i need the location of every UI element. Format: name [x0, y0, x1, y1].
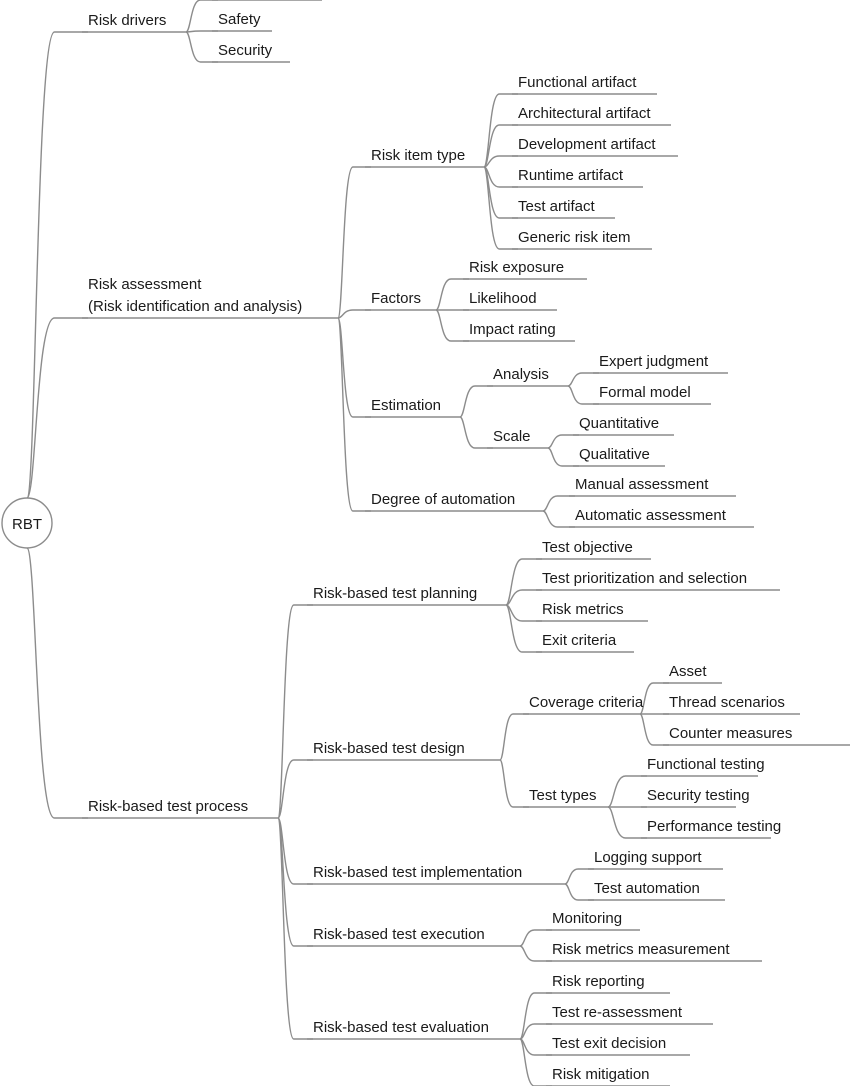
edge-degree-of-automation: [337, 317, 371, 512]
edge-formal-model: [567, 385, 599, 405]
node-label-risk-reporting[interactable]: Risk reporting: [552, 973, 645, 990]
node-label-risk-based-test-execution[interactable]: Risk-based test execution: [313, 926, 485, 943]
edge-risk-based-test-design: [277, 759, 313, 819]
edge-analysis: [459, 385, 493, 418]
edge-risk-based-test-process: [26, 547, 88, 819]
node-label-runtime-artifact[interactable]: Runtime artifact: [518, 167, 624, 184]
node-label-qualitative[interactable]: Qualitative: [579, 446, 650, 463]
node-label-risk-assessment[interactable]: Risk assessment: [88, 276, 202, 293]
edge-risk-reporting: [519, 992, 552, 1040]
node-label-formal-model[interactable]: Formal model: [599, 384, 691, 401]
node-label-asset[interactable]: Asset: [669, 663, 707, 680]
edge-coverage-criteria: [499, 713, 529, 761]
edge-security: [185, 31, 218, 63]
edge-unlabeled: [185, 0, 218, 33]
node-label-likelihood[interactable]: Likelihood: [469, 290, 537, 307]
node-label-automatic-assessment[interactable]: Automatic assessment: [575, 507, 727, 524]
node-label-risk-based-test-process[interactable]: Risk-based test process: [88, 798, 248, 815]
node-label-generic-risk-item[interactable]: Generic risk item: [518, 229, 631, 246]
node-label-expert-judgment[interactable]: Expert judgment: [599, 353, 709, 370]
edge-risk-assessment: [26, 317, 88, 499]
node-label-functional-artifact[interactable]: Functional artifact: [518, 74, 637, 91]
edge-development-artifact: [483, 155, 518, 168]
edge-functional-testing: [607, 775, 647, 808]
node-label-quantitative[interactable]: Quantitative: [579, 415, 659, 432]
edge-test-re-assessment: [519, 1023, 552, 1040]
node-label-counter-measures[interactable]: Counter measures: [669, 725, 792, 742]
node-label-thread-scenarios[interactable]: Thread scenarios: [669, 694, 785, 711]
node-label-factors[interactable]: Factors: [371, 290, 421, 307]
edge-test-exit-decision: [519, 1038, 552, 1056]
node-label-test-types[interactable]: Test types: [529, 787, 597, 804]
node-label-test-prioritization-and-selection[interactable]: Test prioritization and selection: [542, 570, 747, 587]
edge-expert-judgment: [567, 372, 599, 387]
edge-risk-based-test-evaluation: [277, 817, 313, 1040]
edge-automatic-assessment: [542, 510, 575, 528]
node-label-test-exit-decision[interactable]: Test exit decision: [552, 1035, 666, 1052]
root-node-label: RBT: [12, 516, 42, 533]
node-label-test-artifact[interactable]: Test artifact: [518, 198, 596, 215]
edge-monitoring: [519, 929, 552, 947]
node-label-logging-support[interactable]: Logging support: [594, 849, 702, 866]
edge-quantitative: [547, 434, 579, 449]
node-label-risk-metrics-measurement[interactable]: Risk metrics measurement: [552, 941, 730, 958]
node-label-degree-of-automation[interactable]: Degree of automation: [371, 491, 515, 508]
node-label-development-artifact[interactable]: Development artifact: [518, 136, 656, 153]
node-label-risk-drivers[interactable]: Risk drivers: [88, 12, 166, 29]
edges-layer: [26, 0, 669, 1086]
edge-test-types: [499, 759, 529, 808]
edge-architectural-artifact: [483, 124, 518, 168]
node-label-risk-mitigation[interactable]: Risk mitigation: [552, 1066, 650, 1083]
node-label-risk-based-test-evaluation[interactable]: Risk-based test evaluation: [313, 1019, 489, 1036]
edge-exit-criteria: [505, 604, 542, 653]
edge-asset: [639, 682, 669, 715]
node-label-risk-exposure[interactable]: Risk exposure: [469, 259, 564, 276]
node-label-test-re-assessment[interactable]: Test re-assessment: [552, 1004, 683, 1021]
edge-logging-support: [564, 868, 594, 885]
node-label-exit-criteria[interactable]: Exit criteria: [542, 632, 617, 649]
edge-test-automation: [564, 883, 594, 901]
node-label-manual-assessment[interactable]: Manual assessment: [575, 476, 709, 493]
edge-factors: [337, 309, 371, 319]
node-label-test-automation[interactable]: Test automation: [594, 880, 700, 897]
edge-manual-assessment: [542, 495, 575, 512]
edge-qualitative: [547, 447, 579, 467]
root-node-circle[interactable]: [1, 497, 53, 549]
edge-scale: [459, 416, 493, 449]
node-label-functional-testing[interactable]: Functional testing: [647, 756, 765, 773]
node-label-security[interactable]: Security: [218, 42, 273, 59]
node-label-coverage-criteria[interactable]: Coverage criteria: [529, 694, 644, 711]
node-label-impact-rating[interactable]: Impact rating: [469, 321, 556, 338]
edge-risk-metrics-measurement: [519, 945, 552, 962]
node-label-architectural-artifact[interactable]: Architectural artifact: [518, 105, 651, 122]
node-label-monitoring[interactable]: Monitoring: [552, 910, 622, 927]
node-label-test-objective[interactable]: Test objective: [542, 539, 633, 556]
edge-safety: [185, 30, 218, 33]
edge-counter-measures: [639, 713, 669, 746]
edge-test-objective: [505, 558, 542, 606]
node-label-risk-metrics[interactable]: Risk metrics: [542, 601, 624, 618]
node-label-safety[interactable]: Safety: [218, 11, 261, 28]
edge-risk-drivers: [26, 31, 88, 499]
edge-performance-testing: [607, 806, 647, 839]
node-label-risk-based-test-implementation[interactable]: Risk-based test implementation: [313, 864, 522, 881]
node-label-risk-based-test-design[interactable]: Risk-based test design: [313, 740, 465, 757]
node-label-security-testing[interactable]: Security testing: [647, 787, 750, 804]
node-label-risk-assessment-line2[interactable]: (Risk identification and analysis): [88, 298, 302, 315]
node-label-performance-testing[interactable]: Performance testing: [647, 818, 781, 835]
edge-risk-exposure: [435, 278, 469, 311]
node-label-scale[interactable]: Scale: [493, 428, 531, 445]
node-label-analysis[interactable]: Analysis: [493, 366, 549, 383]
edge-generic-risk-item: [483, 166, 518, 250]
edge-risk-metrics: [505, 604, 542, 622]
edge-test-prioritization-and-selection: [505, 589, 542, 606]
edge-impact-rating: [435, 309, 469, 342]
node-label-risk-based-test-planning[interactable]: Risk-based test planning: [313, 585, 477, 602]
edge-risk-item-type: [337, 166, 371, 319]
node-label-estimation[interactable]: Estimation: [371, 397, 441, 414]
edge-risk-based-test-planning: [277, 604, 313, 819]
node-label-risk-item-type[interactable]: Risk item type: [371, 147, 465, 164]
